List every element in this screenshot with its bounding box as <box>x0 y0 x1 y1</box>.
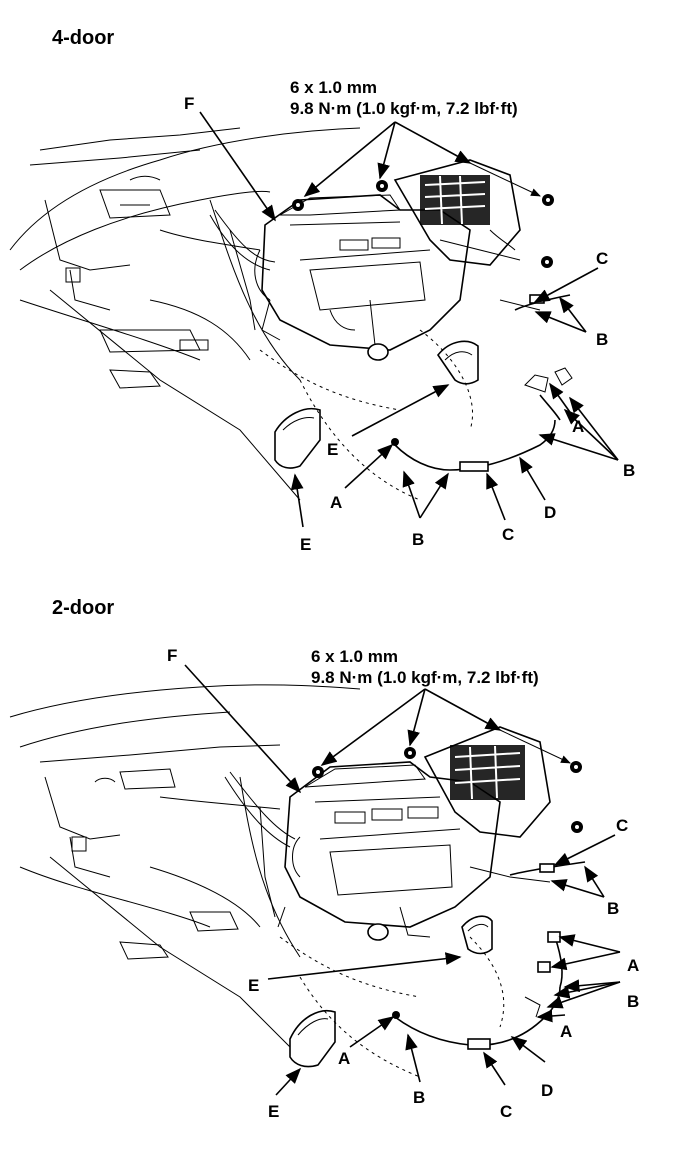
flange-nut-icon <box>312 747 583 833</box>
diagram-2-door: 2-door 6 x 1.0 mm 9.8 N·m (1.0 kgf·m, 7.… <box>9 597 639 1121</box>
callout-f: F <box>184 94 194 113</box>
panel-heading: 2-door <box>52 597 114 619</box>
callout-c-right: C <box>596 249 608 268</box>
callout-e-mid: E <box>248 976 259 995</box>
callout-c-right: C <box>616 816 628 835</box>
wiring-harness-illustration <box>391 294 573 472</box>
callout-d: D <box>541 1081 553 1100</box>
callout-f: F <box>167 646 177 665</box>
callout-e-mid: E <box>327 440 338 459</box>
dashboard-body-illustration <box>9 684 551 1078</box>
callout-a-right-lower: A <box>560 1022 572 1041</box>
callout-b-right-lower: B <box>623 461 635 480</box>
callout-b-right: B <box>596 330 608 349</box>
callout-a-right: A <box>627 956 639 975</box>
bolt-size-label: 6 x 1.0 mm <box>311 647 398 666</box>
flange-nut-icon <box>292 180 554 268</box>
callout-c-bottom: C <box>502 525 514 544</box>
callout-b-bottom: B <box>413 1088 425 1107</box>
callout-c-bottom: C <box>500 1102 512 1121</box>
leader-lines <box>199 111 619 528</box>
wiring-harness-illustration <box>392 861 586 1050</box>
dashboard-body-illustration <box>9 127 541 501</box>
callout-a-left: A <box>330 493 342 512</box>
callout-a-right: A <box>572 417 584 436</box>
heater-unit-illustration <box>209 159 521 361</box>
diagram-4-door: 4-door 6 x 1.0 mm 9.8 N·m (1.0 kgf·m, 7.… <box>9 27 635 554</box>
panel-heading: 4-door <box>52 27 114 49</box>
callout-b-right-lower: B <box>627 992 639 1011</box>
callout-e-bottom: E <box>268 1102 279 1121</box>
panel-4-door: 4-door 6 x 1.0 mm 9.8 N·m (1.0 kgf·m, 7.… <box>9 27 635 554</box>
callout-e-bottom: E <box>300 535 311 554</box>
torque-spec-label: 9.8 N·m (1.0 kgf·m, 7.2 lbf·ft) <box>311 668 539 687</box>
heater-unit-illustration <box>224 726 551 941</box>
panel-2-door: 2-door 6 x 1.0 mm 9.8 N·m (1.0 kgf·m, 7.… <box>0 577 688 1154</box>
leader-lines <box>184 664 621 1096</box>
torque-spec-label: 9.8 N·m (1.0 kgf·m, 7.2 lbf·ft) <box>290 99 518 118</box>
floor-duct-illustration <box>274 340 479 469</box>
callout-d: D <box>544 503 556 522</box>
bolt-size-label: 6 x 1.0 mm <box>290 78 377 97</box>
callout-b-bottom: B <box>412 530 424 549</box>
callout-a-left: A <box>338 1049 350 1068</box>
floor-duct-illustration <box>289 915 493 1068</box>
callout-b-right: B <box>607 899 619 918</box>
